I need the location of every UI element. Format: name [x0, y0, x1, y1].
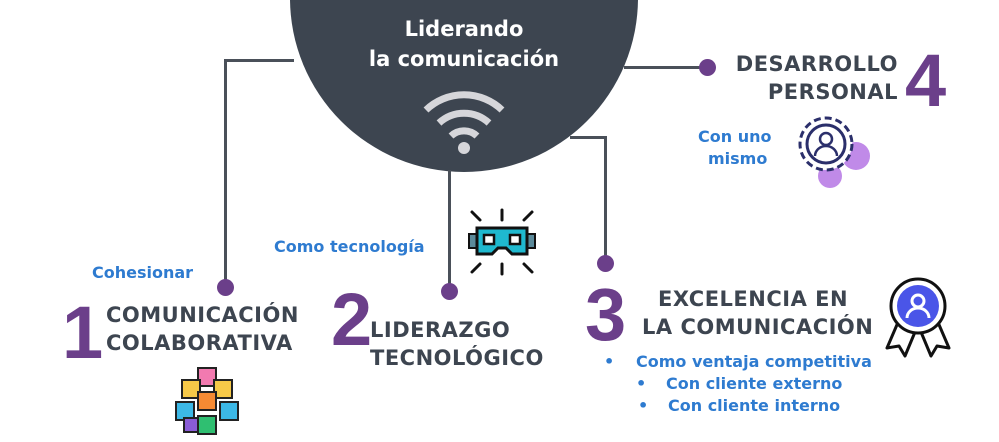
connector-dot-4 [699, 59, 716, 76]
connector-dot-2 [441, 283, 458, 300]
item-4-title-line1: DESARROLLO [735, 52, 898, 76]
bullet-item: •Con cliente externo [636, 374, 843, 393]
bullet-item: •Con cliente interno [638, 396, 841, 415]
item-4-title: DESARROLLO PERSONAL [733, 50, 898, 106]
item-4-subtitle-line2: mismo [708, 149, 768, 168]
wifi-icon [423, 91, 505, 154]
cubes-icon [175, 367, 239, 435]
item-3-number: 3 [585, 273, 627, 356]
item-3-title-line2: LA COMUNICACIÓN [642, 315, 874, 339]
center-title-line1: Liderando [404, 17, 524, 41]
center-title: Liderando la comunicación [290, 14, 638, 74]
item-1-title-line1: COMUNICACIÓN [106, 303, 299, 327]
item-1-number: 1 [62, 291, 104, 374]
connector-3-v [604, 136, 607, 262]
connector-2-v [448, 170, 451, 290]
connector-dot-3 [597, 255, 614, 272]
connector-1-v [224, 59, 227, 287]
item-2-subtitle: Como tecnología [274, 237, 425, 256]
item-2-title: LIDERAZGO TECNOLÓGICO [370, 316, 544, 372]
item-1-title: COMUNICACIÓN COLABORATIVA [106, 301, 299, 357]
item-3-bullets: •Como ventaja competitiva •Con cliente e… [604, 351, 872, 417]
bullet-item: •Como ventaja competitiva [604, 352, 872, 371]
item-1-subtitle: Cohesionar [92, 263, 194, 282]
item-3-title-line1: EXCELENCIA EN [658, 287, 849, 311]
item-2-number: 2 [331, 278, 373, 361]
connector-1-h [224, 59, 294, 62]
connector-4-h [624, 66, 708, 69]
item-4-subtitle-line1: Con uno [698, 127, 772, 146]
item-4-number: 4 [905, 39, 947, 122]
item-1-title-line2: COLABORATIVA [106, 331, 293, 355]
item-2-title-line2: TECNOLÓGICO [370, 346, 544, 370]
item-3-title: EXCELENCIA EN LA COMUNICACIÓN [642, 285, 873, 341]
connector-dot-1 [217, 279, 234, 296]
center-title-line2: la comunicación [368, 47, 560, 71]
award-ribbon-icon [885, 277, 951, 358]
connector-3-h [570, 136, 607, 139]
person-gear-icon [798, 116, 870, 188]
item-4-title-line2: PERSONAL [767, 80, 898, 104]
item-4-subtitle: Con uno mismo [698, 126, 771, 170]
item-2-title-line1: LIDERAZGO [370, 318, 511, 342]
vr-headset-icon [468, 208, 536, 276]
